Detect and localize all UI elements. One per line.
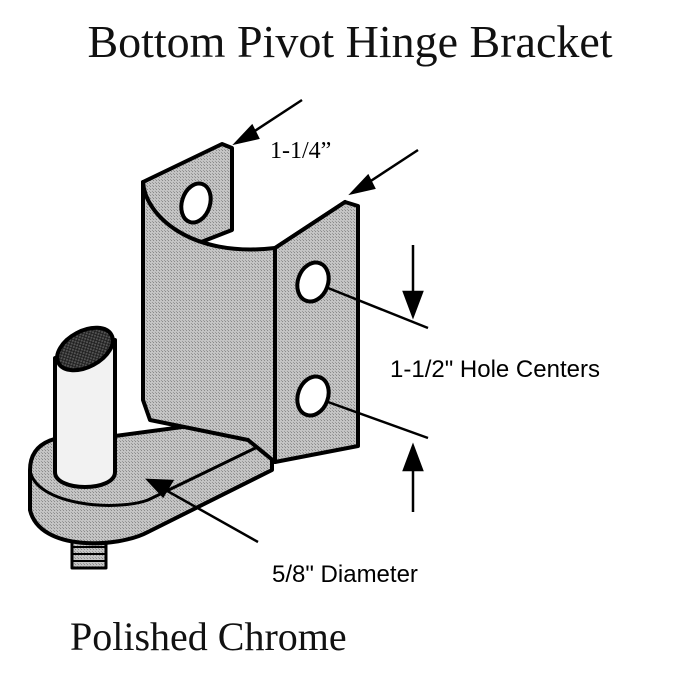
curved-body [141, 180, 277, 464]
hole-centers-label: 1-1/2" Hole Centers [390, 356, 600, 383]
diagram-title: Bottom Pivot Hinge Bracket [87, 16, 613, 67]
pivot-pin [53, 325, 117, 489]
lower-mounting-hole [295, 374, 331, 418]
width-dimension-label: 1-1/4” [270, 138, 331, 164]
diameter-label: 5/8" Diameter [272, 561, 418, 588]
mounting-flange [273, 200, 360, 464]
finish-label: Polished Chrome [70, 614, 347, 659]
dimension-lines [144, 98, 429, 544]
upper-mounting-hole [295, 260, 331, 304]
